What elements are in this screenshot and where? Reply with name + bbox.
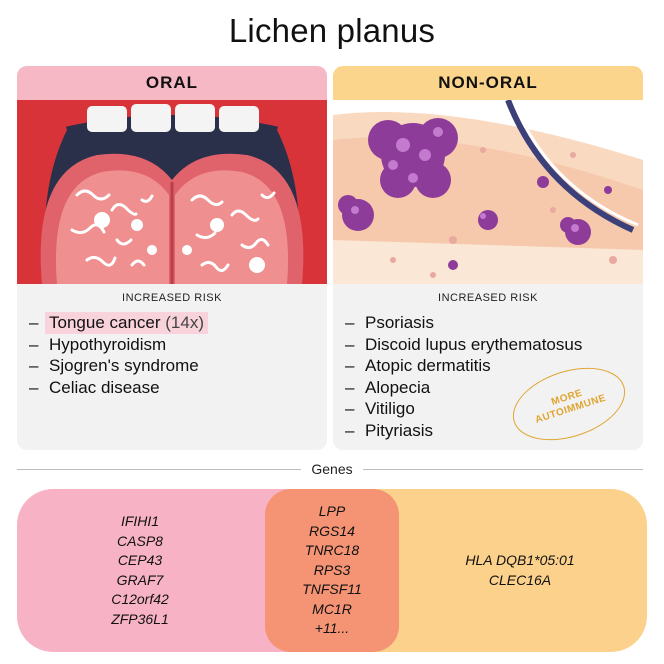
dash: – [345, 356, 355, 375]
oral-panel: ORAL [17, 66, 327, 450]
skin-lesion-illustration [333, 100, 643, 284]
nonoral-risk-list: –Psoriasis –Discoid lupus erythematosus … [333, 312, 643, 441]
dash: – [29, 356, 39, 375]
nonoral-header: NON-ORAL [333, 66, 643, 100]
gene: +11... [314, 620, 350, 637]
gene: IFIHI1 [120, 513, 160, 529]
list-item-text: Hypothyroidism [49, 334, 167, 354]
gene: CASP8 [117, 532, 163, 549]
dash: – [29, 313, 39, 332]
dash: – [345, 334, 355, 354]
gene: RGS14 [309, 522, 355, 539]
gene: HLA DQB1*05:01 [465, 552, 575, 568]
dash: – [29, 334, 39, 354]
list-item-text: Celiac disease [49, 377, 160, 397]
gene: LPP [318, 503, 346, 520]
risk-multiplier: (14x) [165, 313, 204, 332]
list-item: –Atopic dermatitis [345, 355, 643, 377]
gene: MC1R [312, 600, 352, 617]
list-item: – Tongue cancer (14x) [29, 312, 327, 334]
list-item-text: Pityriasis [365, 420, 434, 440]
nonoral-risk-label: INCREASED RISK [438, 292, 538, 304]
list-item: –Alopecia [345, 377, 643, 399]
list-item-text: Psoriasis [365, 313, 434, 332]
list-item: –Celiac disease [29, 377, 327, 399]
nonoral-panel: NON-ORAL INCREASED RISK –Psoriasis –Disc… [333, 66, 643, 450]
oral-genes: IFIHI1 CASP8 CEP43 GRAF7 C12orf42 ZFP36L… [40, 489, 240, 652]
genes-label: Genes [301, 461, 363, 477]
dash: – [29, 377, 39, 397]
list-item-text: Alopecia [365, 377, 431, 397]
shared-genes: LPP RGS14 TNRC18 RPS3 TNFSF11 MC1R +11..… [265, 489, 399, 652]
tongue-cancer-highlight: Tongue cancer (14x) [45, 312, 208, 334]
list-item-text: Atopic dermatitis [365, 356, 491, 375]
nonoral-genes: HLA DQB1*05:01 CLEC16A [420, 489, 620, 652]
gene: GRAF7 [116, 571, 164, 588]
oral-risk-label: INCREASED RISK [122, 292, 222, 304]
list-item-text: Tongue cancer [49, 313, 161, 332]
oral-tongue-illustration [17, 100, 327, 284]
dash: – [345, 399, 355, 418]
list-item: –Pityriasis [345, 420, 643, 442]
gene: ZFP36L1 [111, 610, 169, 627]
gene: CLEC16A [488, 571, 552, 588]
gene: TNRC18 [304, 542, 360, 559]
list-item: –Hypothyroidism [29, 334, 327, 356]
list-item-text: Discoid lupus erythematosus [365, 334, 583, 354]
list-item-text: Vitiligo [365, 399, 415, 418]
gene: C12orf42 [111, 591, 169, 607]
genes-label-wrap: Genes [0, 461, 664, 479]
gene: TNFSF11 [302, 581, 362, 598]
oral-risk-list: – Tongue cancer (14x) –Hypothyroidism –S… [17, 312, 327, 398]
gene: RPS3 [313, 561, 351, 578]
list-item: –Psoriasis [345, 312, 643, 334]
oral-header: ORAL [17, 66, 327, 100]
dash: – [345, 377, 355, 397]
dash: – [345, 313, 355, 332]
gene: CEP43 [117, 552, 163, 568]
list-item-text: Sjogren's syndrome [49, 356, 199, 375]
page-title: Lichen planus [228, 12, 436, 49]
list-item: –Discoid lupus erythematosus [345, 334, 643, 356]
list-item: –Vitiligo [345, 398, 643, 420]
genes-overlap [265, 489, 399, 652]
list-item: –Sjogren's syndrome [29, 355, 327, 377]
dash: – [345, 420, 355, 440]
